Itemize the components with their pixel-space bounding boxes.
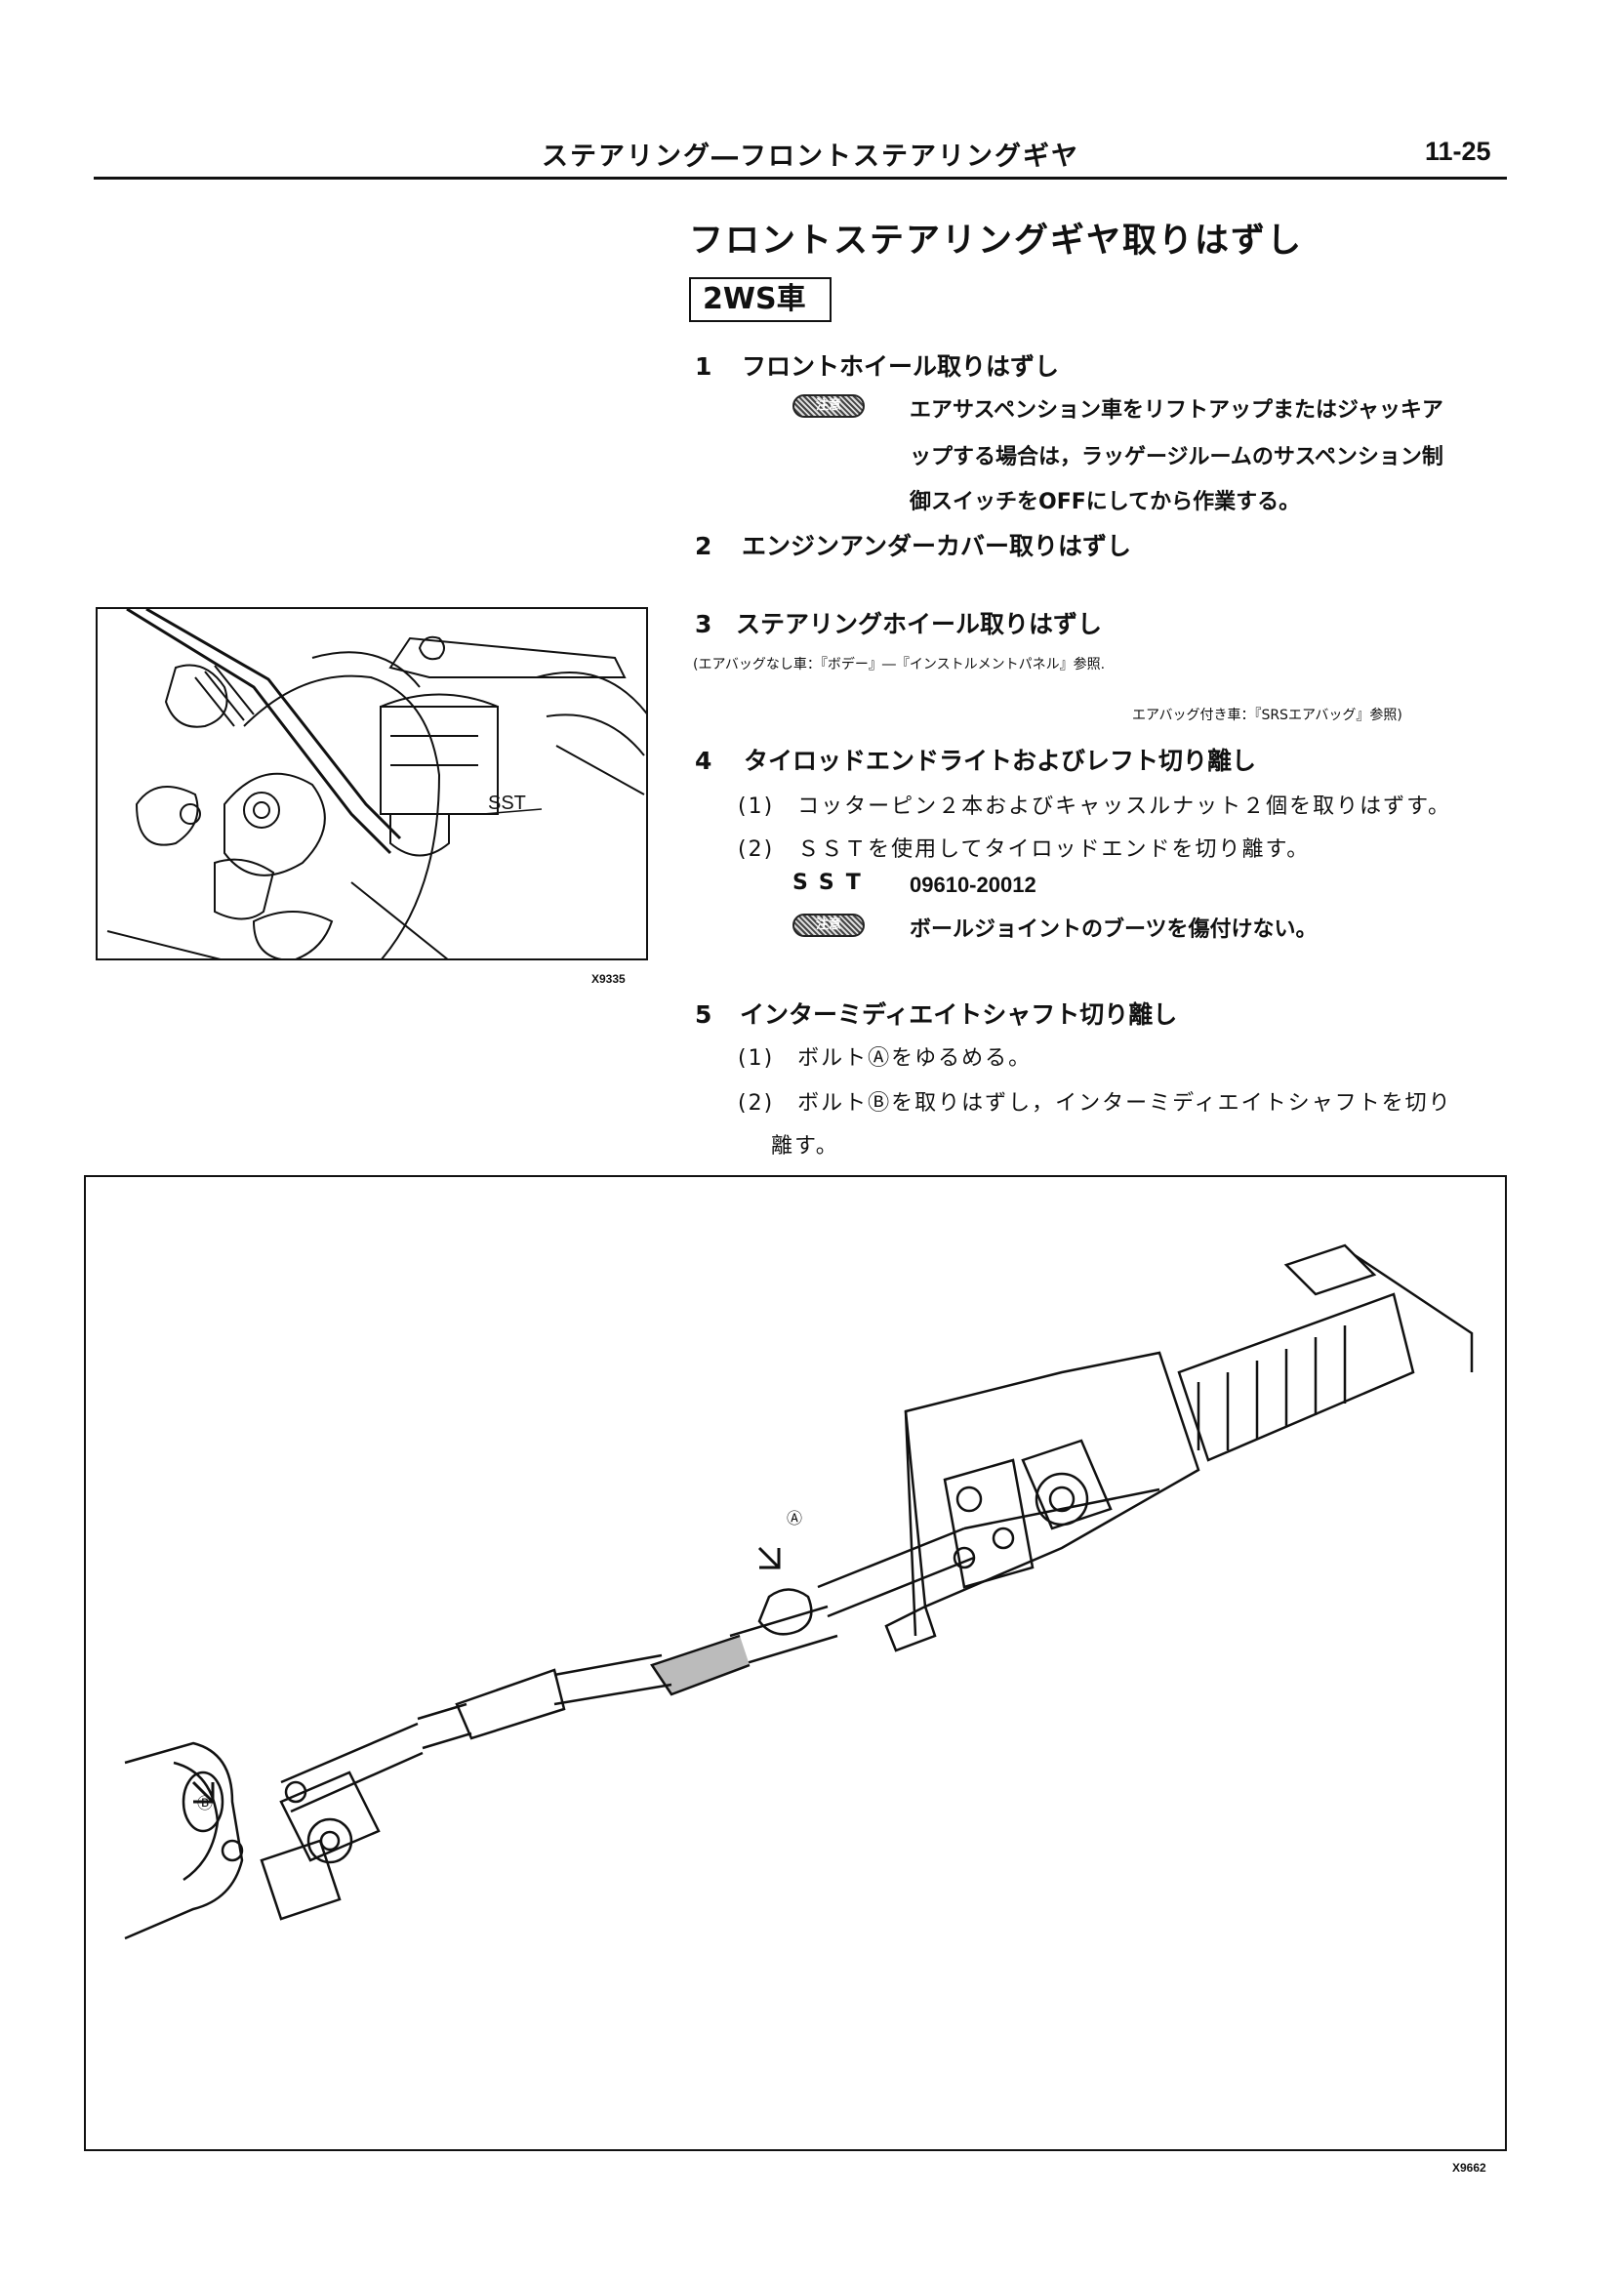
- step-number: 5: [695, 1000, 712, 1029]
- sst-label: SST: [792, 871, 873, 895]
- bolt-b-label: Ⓑ: [197, 1794, 214, 1812]
- reference-line: エアバッグ付き車：『SRSエアバッグ』参照): [1132, 708, 1402, 723]
- caution-badge: 注意: [792, 394, 865, 418]
- reference-line: (エアバッグなし車：『ボデー』―『インストルメントパネル』参照.: [693, 657, 1106, 672]
- step-title: ステアリングホイール取りはずし: [736, 610, 1103, 638]
- step-1: 1 フロントホイール取りはずし: [695, 347, 1059, 383]
- note-line: ボールジョイントのブーツを傷付けない。: [910, 917, 1318, 942]
- caution-badge: 注意: [792, 914, 865, 937]
- figure-tie-rod-sst: SST: [96, 607, 648, 960]
- step-2: 2 エンジンアンダーカバー取りはずし: [695, 527, 1131, 562]
- step-4: 4 タイロッドエンドライトおよびレフト切り離し: [695, 742, 1256, 777]
- figure-code: X9662: [1452, 2161, 1486, 2175]
- step-number: 1: [695, 352, 712, 381]
- step-number: 2: [695, 532, 712, 560]
- intermediate-shaft-illustration: [124, 1243, 1474, 1940]
- substep: (1) コッターピン２本およびキャッスルナット２個を取りはずす。: [738, 794, 1451, 819]
- note-line: 御スイッチをOFFにしてから作業する。: [910, 490, 1301, 514]
- sst-figure-label: SST: [488, 793, 526, 814]
- step-3: 3 ステアリングホイール取りはずし: [695, 605, 1102, 640]
- section-title: フロントステアリングギヤ取りはずし: [689, 222, 1304, 261]
- substep: (2) ＳＳＴを使用してタイロッドエンドを切り離す。: [738, 837, 1311, 862]
- substep: 離す。: [771, 1134, 839, 1159]
- step-5: 5 インターミディエイトシャフト切り離し: [695, 996, 1177, 1031]
- figure-intermediate-shaft: Ⓐ Ⓑ: [84, 1175, 1507, 2151]
- step-title: インターミディエイトシャフト切り離し: [740, 1000, 1178, 1029]
- step-title: フロントホイール取りはずし: [742, 352, 1060, 381]
- tie-rod-illustration: [106, 609, 646, 958]
- step-number: 3: [695, 610, 712, 638]
- substep: (1) ボルトⒶをゆるめる。: [738, 1046, 1033, 1071]
- step-title: エンジンアンダーカバー取りはずし: [742, 532, 1132, 560]
- step-title: タイロッドエンドライトおよびレフト切り離し: [744, 747, 1257, 775]
- page-number: 11-25: [1425, 137, 1491, 166]
- figure-code: X9335: [591, 972, 626, 986]
- bolt-a-label: Ⓐ: [787, 1509, 803, 1527]
- note-line: ップする場合は，ラッゲージルームのサスペンション制: [910, 445, 1443, 469]
- sst-code: 09610-20012: [910, 873, 1036, 897]
- step-number: 4: [695, 747, 712, 775]
- header-title: ステアリング―フロントステアリングギヤ: [542, 142, 1079, 172]
- header-rule: [94, 177, 1507, 180]
- variant-box: 2WS車: [689, 277, 832, 322]
- substep: (2) ボルトⒷを取りはずし，インターミディエイトシャフトを切り: [738, 1091, 1452, 1116]
- note-line: エアサスペンション車をリフトアップまたはジャッキア: [910, 398, 1443, 423]
